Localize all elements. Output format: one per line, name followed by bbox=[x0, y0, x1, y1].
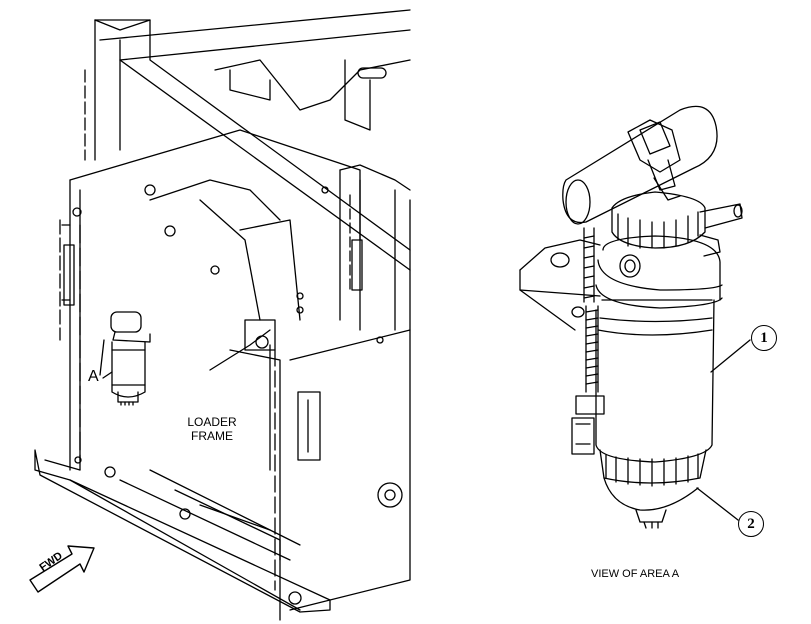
view-caption: VIEW OF AREA A bbox=[591, 568, 680, 580]
callout-2-leader bbox=[696, 487, 739, 521]
loader-frame-label-line2: FRAME bbox=[191, 429, 233, 443]
area-a-label: A bbox=[88, 368, 99, 385]
callout-2: 2 bbox=[738, 511, 764, 537]
area-a-detail-drawing bbox=[519, 105, 751, 529]
loader-frame-label: LOADER FRAME bbox=[184, 416, 240, 444]
area-a-filter bbox=[99, 311, 151, 406]
heater-element bbox=[562, 105, 718, 225]
fwd-arrow bbox=[29, 545, 95, 593]
loader-frame-drawing bbox=[34, 9, 411, 621]
filter-bowl bbox=[595, 235, 723, 463]
callout-1-leader bbox=[710, 339, 751, 373]
callout-1: 1 bbox=[751, 325, 777, 351]
drain-bowl bbox=[599, 449, 707, 529]
loader-frame-label-line1: LOADER bbox=[187, 415, 237, 429]
wire-harness bbox=[571, 227, 605, 455]
